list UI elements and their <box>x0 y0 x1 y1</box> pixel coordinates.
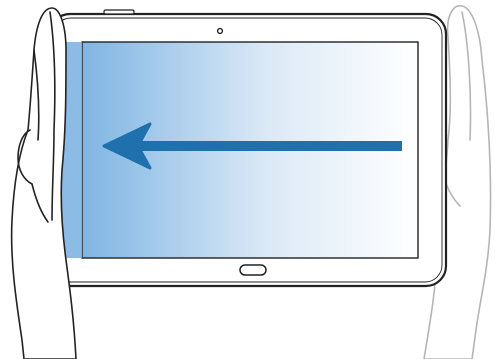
home-button <box>240 265 266 275</box>
tablet-top-button <box>104 10 134 14</box>
